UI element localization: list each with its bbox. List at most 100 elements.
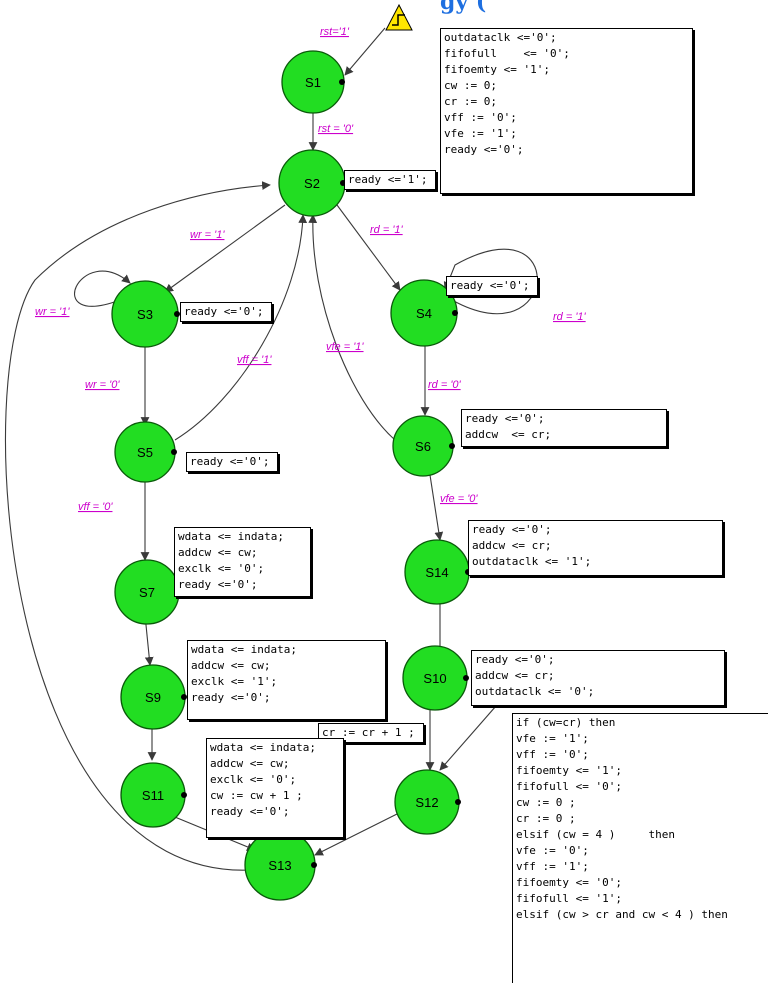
action-line: wdata <= indata;: [210, 741, 316, 754]
action-line: cw := 0;: [444, 79, 497, 92]
action-box-s9: wdata <= indata; addcw <= cw; exclk <= '1'…: [187, 640, 386, 720]
action-line: outdataclk <= '1';: [472, 555, 592, 568]
action-line: fifoemty <= '0';: [516, 876, 622, 889]
action-line: vff := '0';: [516, 748, 589, 761]
action-line: cw := 0 ;: [516, 796, 576, 809]
action-line: ready <='1';: [348, 173, 428, 186]
state-label: S7: [139, 585, 155, 600]
state-label: S6: [415, 439, 431, 454]
state-s11: S11: [120, 762, 187, 828]
condition-vfe-low: vfe = '0': [440, 493, 478, 505]
state-label: S1: [305, 75, 321, 90]
action-line: vff := '0';: [444, 111, 517, 124]
heading-fragment: gy (: [440, 0, 486, 15]
action-box-s2: ready <='1';: [344, 170, 436, 190]
edge-s2-s3: [164, 204, 286, 293]
action-line: ready <='0';: [472, 523, 552, 536]
action-line: wdata <= indata;: [191, 643, 297, 656]
action-line: cr := 0;: [444, 95, 497, 108]
edge-reset-to-s1: [344, 27, 386, 76]
state-s12: S12: [394, 769, 461, 835]
condition-rd-low: rd = '0': [428, 379, 462, 391]
action-line: addcw <= cr;: [465, 428, 552, 441]
state-label: S10: [423, 671, 446, 686]
edge-s6-s2: [308, 214, 396, 441]
condition-vfe-high: vfe = '1': [326, 341, 364, 353]
action-line: ready <='0';: [178, 578, 258, 591]
action-line: ready <='0';: [465, 412, 545, 425]
action-line: ready <='0';: [191, 691, 271, 704]
action-line: cr := cr + 1 ;: [322, 726, 415, 739]
edge-s5-s2: [174, 214, 308, 441]
transition-conditions: rst='1' rst = '0' wr = '1' rd = '1' wr =…: [35, 26, 587, 513]
action-line: exclk <= '1';: [191, 675, 278, 688]
action-line: fifofull <= '1';: [516, 892, 622, 905]
condition-rst-low: rst = '0': [318, 123, 354, 135]
action-line: if (cw=cr) then: [516, 716, 616, 729]
state-label: S13: [268, 858, 291, 873]
action-line: ready <='0';: [184, 305, 264, 318]
state-label: S5: [137, 445, 153, 460]
state-s13: S13: [244, 829, 317, 901]
edge-s6-s14: [429, 474, 444, 541]
condition-wr-high: wr = '1': [190, 229, 225, 241]
action-box-s12: if (cw=cr) then vfe := '1'; vff := '0'; fif…: [512, 713, 768, 983]
condition-wr-low: wr = '0': [85, 379, 120, 391]
condition-wr-high-loop: wr = '1': [35, 306, 70, 318]
action-line: fifoemty <= '1';: [516, 764, 622, 777]
rising-edge-warning-icon: [385, 3, 413, 31]
action-line: exclk <= '0';: [178, 562, 265, 575]
action-box-s10: ready <='0';addcw <= cr;outdataclk <= '0…: [471, 650, 725, 706]
action-box-s11: wdata <= indata;addcw <= cw;exclk <= '0'…: [206, 738, 344, 838]
condition-rst-high: rst='1': [320, 26, 350, 38]
state-label: S11: [142, 788, 164, 803]
action-line: ready <='0';: [190, 455, 270, 468]
edge-s2-s4: [336, 204, 401, 291]
state-label: S4: [416, 306, 432, 321]
edge-s13-s2: [4, 181, 271, 871]
action-line: outdataclk <='0';: [444, 31, 557, 44]
condition-rd-high: rd = '1': [370, 224, 404, 236]
action-line: vff := '1';: [516, 860, 589, 873]
condition-rd-high-loop: rd = '1': [553, 311, 587, 323]
state-s14: S14: [404, 539, 471, 605]
action-line: fifofull <= '0';: [444, 47, 570, 60]
action-line: outdataclk <= '0';: [475, 685, 595, 698]
edge-s12-s13: [314, 809, 406, 856]
state-s1: S1: [281, 50, 345, 114]
state-s10: S10: [402, 645, 469, 711]
action-line: vfe := '0';: [516, 844, 589, 857]
action-box-s7: wdata <= indata; addcw <= cw; exclk <= '0'…: [174, 527, 311, 597]
action-line: ready <='0';: [450, 279, 530, 292]
state-s3: S3: [111, 280, 180, 348]
condition-vff-high: vff = '1': [237, 354, 272, 366]
transitions: [4, 27, 538, 871]
action-line: addcw <= cr;: [475, 669, 555, 682]
state-label: S14: [425, 565, 448, 580]
action-box-s6: ready <='0'; addcw <= cr;: [461, 409, 667, 447]
state-s6: S6: [392, 415, 455, 477]
action-line: fifoemty <= '1';: [444, 63, 550, 76]
action-box-s1: outdataclk <='0'; fifofull <= '0'; fifoemt…: [440, 28, 693, 194]
action-line: wdata <= indata;: [178, 530, 284, 543]
action-line: addcw <= cw;: [191, 659, 271, 672]
state-s7: S7: [114, 559, 181, 625]
state-label: S3: [137, 307, 153, 322]
action-box-s5: ready <='0';: [186, 452, 278, 472]
action-line: cr := 0 ;: [516, 812, 576, 825]
state-s4: S4: [390, 279, 458, 347]
state-s9: S9: [120, 664, 187, 730]
action-box-s3: ready <='0';: [180, 302, 272, 322]
action-line: cw := cw + 1 ;: [210, 789, 303, 802]
edge-s3-loop: [74, 270, 131, 307]
condition-vff-low: vff = '0': [78, 501, 113, 513]
action-box-s4: ready <='0';: [446, 276, 538, 296]
action-line: vfe := '1';: [516, 732, 589, 745]
state-label: S2: [304, 176, 320, 191]
state-s5: S5: [114, 421, 177, 483]
action-line: elsif (cw > cr and cw < 4 ) then: [516, 908, 728, 921]
action-line: addcw <= cw;: [178, 546, 258, 559]
state-label: S12: [415, 795, 438, 810]
action-box-s14: ready <='0';addcw <= cr;outdataclk <= '1…: [468, 520, 723, 576]
action-box-cr-increment: cr := cr + 1 ;: [318, 723, 424, 743]
